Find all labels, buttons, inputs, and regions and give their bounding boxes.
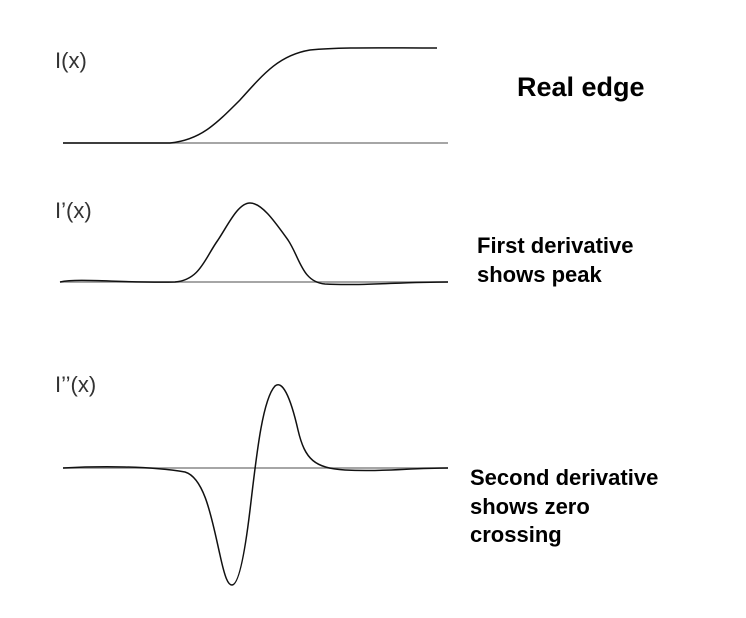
axis-label-first-derivative: I’(x) <box>55 198 92 223</box>
curve-first-derivative <box>59 202 449 286</box>
caption-line: shows peak <box>477 261 602 287</box>
curve-intensity-edge <box>63 47 438 144</box>
caption-first-derivative: First derivative shows peak <box>477 232 634 289</box>
caption-line: Second derivative <box>470 465 659 490</box>
curve-second-derivative <box>62 383 449 586</box>
caption-second-derivative: Second derivative shows zero crossing <box>470 464 658 550</box>
caption-line: shows zero <box>470 493 590 519</box>
axis-label-intensity: I(x) <box>55 48 87 73</box>
caption-real-edge: Real edge <box>517 70 645 105</box>
caption-line: First derivative <box>477 233 634 258</box>
caption-line: crossing <box>470 522 562 548</box>
caption-line: Real edge <box>517 72 645 102</box>
axis-label-second-derivative: I’’(x) <box>55 372 97 397</box>
